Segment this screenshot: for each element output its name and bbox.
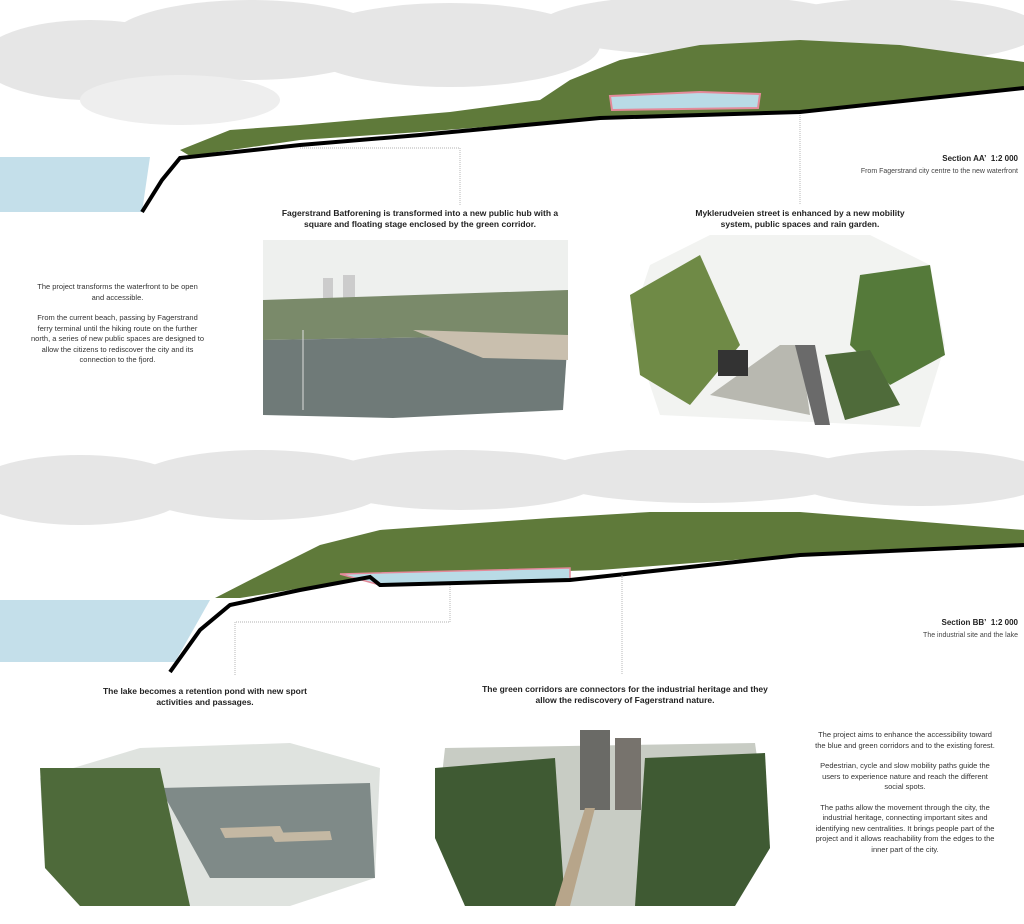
section-bb-description: The project aims to enhance the accessib… xyxy=(815,730,995,865)
caption-green-corridors: The green corridors are connectors for t… xyxy=(482,684,768,705)
leader-line xyxy=(234,585,451,675)
leader-line xyxy=(300,147,461,205)
caption-batforening: Fagerstrand Batforening is transformed i… xyxy=(281,208,559,229)
lake-render xyxy=(40,743,380,906)
clouds xyxy=(0,450,1024,525)
section-bb-drawing xyxy=(0,450,1024,675)
section-aa-description: The project transforms the waterfront to… xyxy=(30,282,205,376)
paragraph: From the current beach, passing by Fager… xyxy=(30,313,205,364)
caption-myklerudveien: Myklerudveien street is enhanced by a ne… xyxy=(695,208,905,229)
paragraph: The project transforms the waterfront to… xyxy=(37,282,198,302)
forest-render xyxy=(435,730,770,906)
ground-line xyxy=(168,543,1024,674)
ground-line xyxy=(140,86,1024,214)
paragraph: The project aims to enhance the accessib… xyxy=(815,730,995,750)
section-subtitle: The industrial site and the lake xyxy=(923,632,1018,639)
section-title: Section BB’ xyxy=(941,618,987,627)
section-subtitle: From Fagerstrand city centre to the new … xyxy=(860,168,1018,175)
clouds xyxy=(0,0,1024,125)
street-render xyxy=(630,235,945,427)
pond xyxy=(608,90,762,112)
paragraph: Pedestrian, cycle and slow mobility path… xyxy=(820,761,990,791)
fjord-water xyxy=(0,600,210,662)
section-aa-drawing xyxy=(0,0,1024,214)
section-aa-label: Section AA’ 1:2 000 From Fagerstrand cit… xyxy=(861,153,1018,178)
caption-lake: The lake becomes a retention pond with n… xyxy=(102,686,308,707)
vegetation xyxy=(215,512,1024,598)
section-scale: 1:2 000 xyxy=(990,154,1018,163)
section-scale: 1:2 000 xyxy=(990,618,1018,627)
fjord-water xyxy=(0,157,150,212)
harbour-render xyxy=(263,240,568,418)
vegetation xyxy=(180,40,1024,156)
paragraph: The paths allow the movement through the… xyxy=(815,802,995,854)
section-title: Section AA’ xyxy=(942,154,987,163)
section-bb-label: Section BB’ 1:2 000 The industrial site … xyxy=(923,617,1018,642)
